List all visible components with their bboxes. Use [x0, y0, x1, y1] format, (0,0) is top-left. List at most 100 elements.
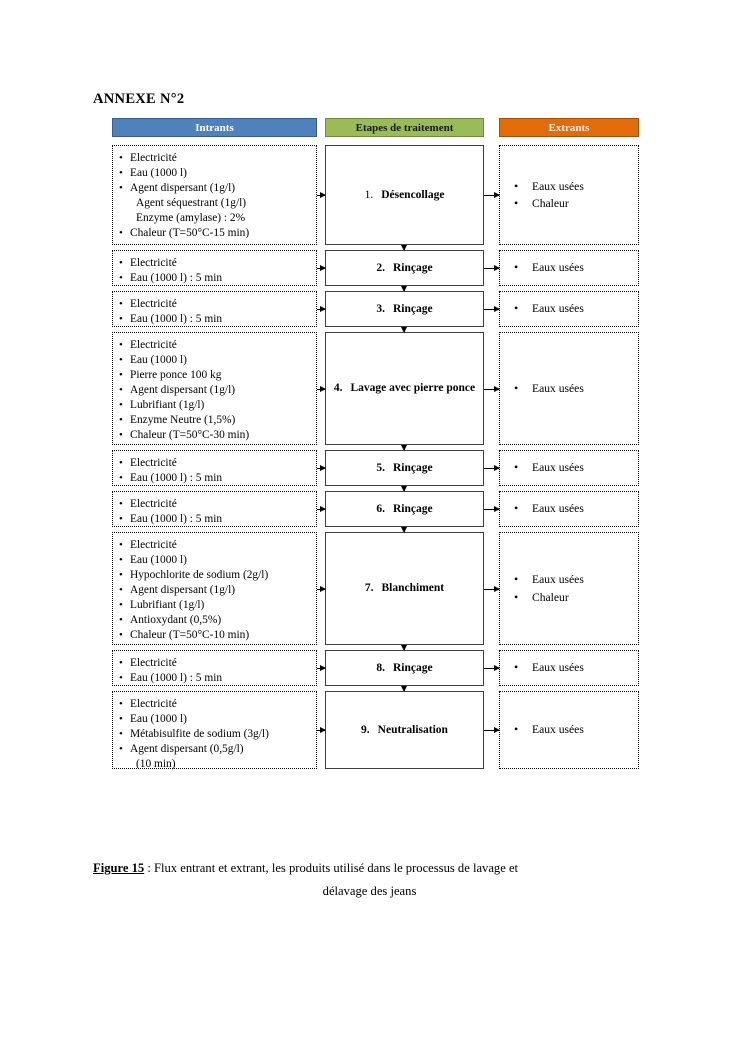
intrants-box: ElectricitéEau (1000 l)Agent dispersant …	[112, 145, 317, 245]
arrow-step-to-extrants	[484, 465, 500, 471]
intrants-box: ElectricitéEau (1000 l) : 5 min	[112, 650, 317, 686]
column-header-etapes: Etapes de traitement	[325, 118, 484, 137]
intrants-box: ElectricitéEau (1000 l)Métabisulfite de …	[112, 691, 317, 772]
intrant-item: Electricité	[119, 296, 312, 312]
intrant-item: Lubrifiant (1g/l)	[119, 598, 312, 613]
extrants-list: Eaux usées	[514, 720, 584, 738]
intrant-item: Eau (1000 l) : 5 min	[119, 471, 312, 486]
arrow-step-to-extrants	[484, 665, 500, 671]
process-step-label: Rinçage	[393, 461, 433, 474]
process-step-text: 4. Lavage avec pierre ponce	[334, 380, 475, 397]
extrants-box: Eaux usées	[499, 691, 639, 769]
extrant-item: Eaux usées	[514, 299, 584, 317]
process-step-number: 4.	[333, 382, 343, 395]
process-step-box: 8. Rinçage	[325, 650, 484, 686]
intrant-item: Electricité	[119, 496, 312, 512]
diagram-rows: ElectricitéEau (1000 l)Agent dispersant …	[112, 145, 639, 772]
process-step-label: Désencollage	[381, 188, 445, 201]
intrants-list: ElectricitéEau (1000 l) : 5 min	[119, 296, 312, 327]
process-step-number: 8.	[376, 661, 385, 674]
process-step-number: 1.	[364, 188, 374, 201]
intrant-item: Eau (1000 l)	[119, 712, 312, 727]
process-row: ElectricitéEau (1000 l)Métabisulfite de …	[112, 691, 639, 772]
intrant-item: Chaleur (T=50°C-30 min)	[119, 428, 312, 443]
intrants-list: ElectricitéEau (1000 l)Métabisulfite de …	[119, 696, 312, 772]
process-step-label: Rinçage	[393, 661, 433, 674]
arrow-intrants-to-step	[317, 506, 326, 512]
process-row: ElectricitéEau (1000 l)Agent dispersant …	[112, 145, 639, 251]
intrant-item: Métabisulfite de sodium (3g/l)	[119, 727, 312, 742]
column-header-intrants: Intrants	[112, 118, 317, 137]
extrant-item: Chaleur	[514, 587, 584, 605]
arrow-step-to-next-step	[400, 486, 407, 492]
extrants-box: Eaux usées	[499, 650, 639, 686]
extrant-item: Eaux usées	[514, 458, 584, 476]
intrant-item: Agent dispersant (0,5g/l)	[119, 742, 312, 757]
process-step-number: 9.	[361, 723, 370, 736]
extrant-item: Eaux usées	[514, 658, 584, 676]
arrow-step-to-next-step	[400, 445, 407, 451]
arrow-step-to-extrants	[484, 192, 500, 198]
extrants-list: Eaux uséesChaleur	[514, 177, 584, 213]
intrant-item: Agent séquestrant (1g/l)	[136, 197, 247, 210]
intrants-box: ElectricitéEau (1000 l) : 5 min	[112, 291, 317, 327]
process-step-text: 6.Rinçage	[376, 501, 432, 518]
intrant-item: Chaleur (T=50°C-15 min)	[119, 226, 312, 241]
process-row: ElectricitéEau (1000 l) : 5 min 8. Rinçage…	[112, 650, 639, 692]
intrant-item: Electricité	[119, 537, 312, 553]
intrant-item: Antioxydant (0,5%)	[119, 613, 312, 628]
arrow-step-to-next-step	[400, 286, 407, 292]
intrant-item: Enzyme Neutre (1,5%)	[119, 413, 312, 428]
extrants-box: Eaux usées	[499, 250, 639, 286]
arrow-step-to-extrants	[484, 385, 500, 392]
process-step-number: 3.	[376, 302, 385, 315]
process-step-text: 8. Rinçage	[376, 660, 432, 677]
intrants-box: ElectricitéEau (1000 l) : 5 min	[112, 450, 317, 486]
process-step-number: 5.	[376, 461, 385, 474]
arrow-intrants-to-step	[317, 192, 326, 198]
arrow-intrants-to-step	[317, 465, 326, 471]
extrants-box: Eaux usées	[499, 291, 639, 327]
process-step-box: 2.Rinçage	[325, 250, 484, 286]
extrants-box: Eaux usées	[499, 450, 639, 486]
intrants-box: ElectricitéEau (1000 l) : 5 min	[112, 250, 317, 286]
extrant-item: Eaux usées	[514, 499, 584, 517]
arrow-step-to-extrants	[484, 506, 500, 512]
process-row: ElectricitéEau (1000 l)Pierre ponce 100 …	[112, 332, 639, 451]
intrant-item: Chaleur (T=50°C-10 min)	[119, 628, 312, 643]
intrant-item: Agent dispersant (1g/l)	[119, 383, 312, 398]
arrow-intrants-to-step	[317, 585, 326, 592]
extrants-list: Eaux usées	[514, 499, 584, 517]
arrow-step-to-next-step	[400, 327, 407, 333]
intrant-item: Pierre ponce 100 kg	[119, 368, 312, 383]
process-step-box: 5. Rinçage	[325, 450, 484, 486]
arrow-intrants-to-step	[317, 665, 326, 671]
intrants-list: ElectricitéEau (1000 l)Agent dispersant …	[119, 150, 312, 241]
intrant-item: Electricité	[119, 455, 312, 471]
intrant-item: Agent dispersant (1g/l)	[119, 583, 312, 598]
intrants-list: ElectricitéEau (1000 l)Hypochlorite de s…	[119, 537, 312, 643]
process-step-text: 1. Désencollage	[365, 187, 445, 204]
intrant-item: Hypochlorite de sodium (2g/l)	[119, 568, 312, 583]
extrant-item: Eaux usées	[514, 379, 584, 397]
process-step-label: Lavage avec pierre ponce	[350, 382, 476, 395]
intrant-item: Lubrifiant (1g/l)	[119, 398, 312, 413]
arrow-intrants-to-step	[317, 727, 326, 733]
process-step-box: 9.Neutralisation	[325, 691, 484, 769]
extrant-item: Chaleur	[514, 194, 584, 212]
intrant-item: Eau (1000 l)	[119, 353, 312, 368]
arrow-step-to-extrants	[484, 306, 500, 312]
process-step-number: 7.	[364, 582, 374, 595]
intrants-box: ElectricitéEau (1000 l)Pierre ponce 100 …	[112, 332, 317, 445]
extrants-box: Eaux uséesChaleur	[499, 145, 639, 245]
diagram-header-row: Intrants Etapes de traitement Extrants	[112, 118, 639, 137]
intrant-item: Eau (1000 l) : 5 min	[119, 271, 312, 286]
intrant-item: Eau (1000 l)	[119, 166, 312, 181]
intrant-item: (10 min)	[136, 758, 176, 771]
caption-line-2: délavage des jeans	[322, 884, 417, 899]
process-step-text: 5. Rinçage	[376, 460, 432, 477]
extrants-list: Eaux usées	[514, 299, 584, 317]
figure-label: Figure 15	[93, 861, 145, 875]
intrant-item: Electricité	[119, 150, 312, 166]
process-step-text: 7.Blanchiment	[365, 580, 444, 597]
